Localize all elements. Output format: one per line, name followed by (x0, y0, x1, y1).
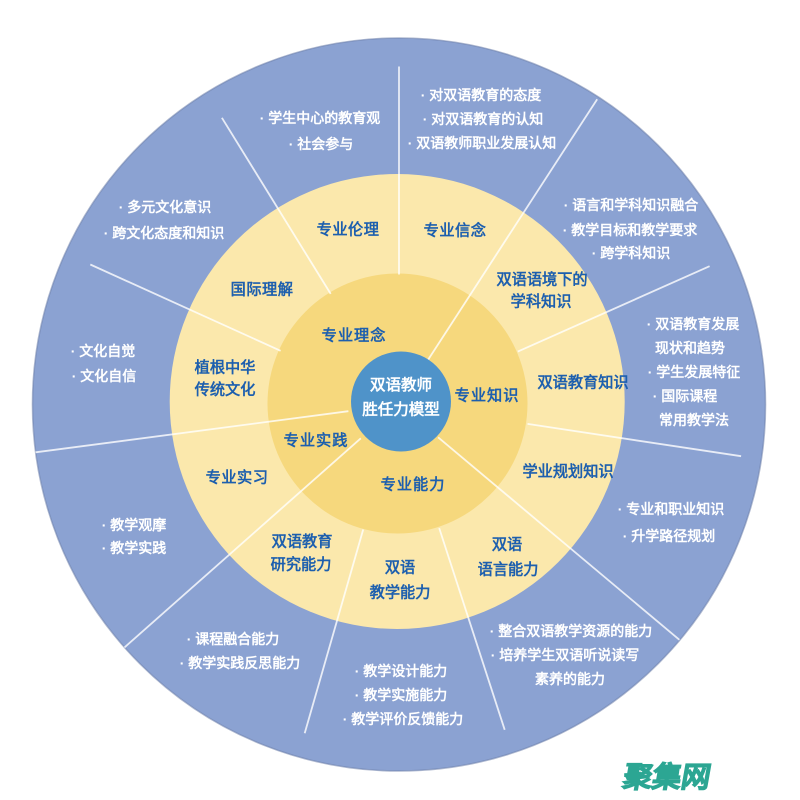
svg-text:专业信念: 专业信念 (424, 222, 487, 240)
svg-text:专业实践: 专业实践 (284, 432, 349, 450)
svg-text:学科知识: 学科知识 (511, 293, 572, 311)
svg-text:专业理念: 专业理念 (322, 327, 387, 345)
svg-text:· 对双语教育的态度: · 对双语教育的态度 (421, 87, 543, 103)
svg-text:· 跨学科知识: · 跨学科知识 (592, 245, 671, 261)
svg-text:聚集网: 聚集网 (620, 761, 714, 794)
svg-text:· 升学路径规划: · 升学路径规划 (623, 528, 716, 544)
svg-text:胜任力模型: 胜任力模型 (362, 400, 440, 419)
svg-text:双语教育知识: 双语教育知识 (537, 374, 628, 392)
svg-text:教学能力: 教学能力 (370, 584, 431, 602)
svg-text:专业知识: 专业知识 (455, 387, 520, 405)
svg-text:· 教学目标和教学要求: · 教学目标和教学要求 (563, 222, 699, 238)
svg-text:· 语言和学科知识融合: · 语言和学科知识融合 (564, 197, 700, 213)
svg-text:· 学生发展特征: · 学生发展特征 (648, 364, 741, 380)
svg-text:传统文化: 传统文化 (194, 381, 256, 399)
svg-text:· 社会参与: · 社会参与 (289, 136, 354, 152)
svg-text:双语语境下的: 双语语境下的 (496, 271, 587, 289)
svg-text:素养的能力: 素养的能力 (535, 671, 605, 687)
svg-text:· 专业和职业知识: · 专业和职业知识 (618, 501, 725, 517)
svg-text:· 培养学生双语听说读写: · 培养学生双语听说读写 (491, 647, 640, 663)
svg-text:· 教学实践反思能力: · 教学实践反思能力 (180, 655, 301, 671)
svg-text:国际理解: 国际理解 (231, 281, 294, 299)
svg-text:· 教学实践: · 教学实践 (102, 540, 167, 556)
svg-text:· 学生中心的教育观: · 学生中心的教育观 (260, 110, 381, 126)
svg-text:· 多元文化意识: · 多元文化意识 (119, 199, 212, 215)
svg-text:· 对双语教育的认知: · 对双语教育的认知 (423, 111, 544, 127)
svg-text:· 国际课程: · 国际课程 (653, 388, 718, 404)
svg-text:专业实习: 专业实习 (206, 469, 269, 487)
svg-text:双语: 双语 (385, 560, 415, 577)
svg-text:· 教学观摩: · 教学观摩 (102, 517, 168, 533)
svg-text:· 教学评价反馈能力: · 教学评价反馈能力 (343, 711, 464, 727)
svg-text:专业伦理: 专业伦理 (317, 221, 380, 239)
svg-text:· 教学实施能力: · 教学实施能力 (355, 687, 448, 703)
svg-text:专业能力: 专业能力 (381, 476, 446, 494)
svg-text:· 教学设计能力: · 教学设计能力 (355, 663, 448, 679)
svg-text:· 跨文化态度和知识: · 跨文化态度和知识 (104, 225, 225, 241)
svg-text:· 课程融合能力: · 课程融合能力 (187, 631, 280, 647)
svg-text:植根中华: 植根中华 (195, 359, 256, 377)
svg-text:双语: 双语 (492, 537, 522, 554)
svg-text:双语教育: 双语教育 (272, 533, 333, 551)
svg-text:常用教学法: 常用教学法 (659, 412, 729, 428)
svg-text:· 双语教师职业发展认知: · 双语教师职业发展认知 (408, 135, 557, 151)
svg-text:学业规划知识: 学业规划知识 (522, 463, 613, 481)
svg-text:研究能力: 研究能力 (271, 556, 332, 574)
svg-text:· 文化自信: · 文化自信 (72, 368, 137, 384)
svg-text:· 文化自觉: · 文化自觉 (71, 343, 136, 359)
svg-text:双语教师: 双语教师 (370, 375, 432, 394)
svg-text:· 双语教育发展: · 双语教育发展 (647, 316, 740, 332)
svg-text:· 整合双语教学资源的能力: · 整合双语教学资源的能力 (490, 623, 653, 639)
svg-text:语言能力: 语言能力 (478, 561, 539, 579)
svg-text:现状和趋势: 现状和趋势 (655, 340, 725, 356)
